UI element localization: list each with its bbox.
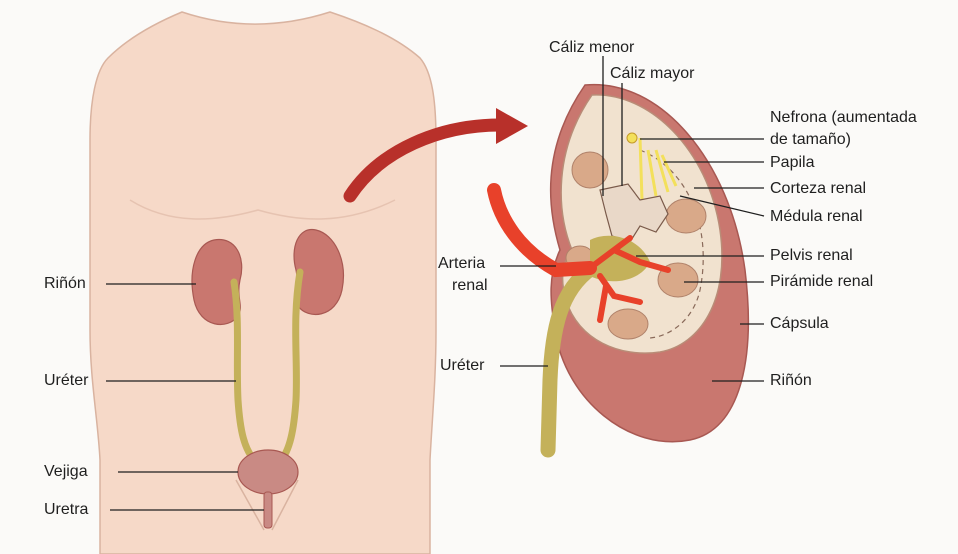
- bladder-shape: [238, 450, 298, 494]
- label-caliz-menor: Cáliz menor: [549, 38, 634, 57]
- label-right-ureter: Uréter: [440, 356, 484, 375]
- label-capsula: Cápsula: [770, 314, 829, 333]
- label-uretra: Uretra: [44, 500, 88, 519]
- zoom-arrow-head: [496, 108, 528, 144]
- label-medula-renal: Médula renal: [770, 207, 863, 226]
- label-papila: Papila: [770, 153, 814, 172]
- label-nefrona-line1: Nefrona (aumentada: [770, 108, 917, 127]
- label-left-rinon: Riñón: [44, 274, 86, 293]
- label-right-rinon: Riñón: [770, 371, 812, 390]
- pyramid-4: [608, 309, 648, 339]
- label-piramide-renal: Pirámide renal: [770, 272, 873, 291]
- label-arteria-line2: renal: [452, 276, 488, 295]
- pyramid-2: [666, 199, 706, 233]
- label-left-ureter: Uréter: [44, 371, 88, 390]
- label-nefrona-line2: de tamaño): [770, 130, 851, 149]
- label-caliz-mayor: Cáliz mayor: [610, 64, 694, 83]
- urethra-shape: [264, 492, 272, 528]
- label-pelvis-renal: Pelvis renal: [770, 246, 853, 265]
- label-vejiga: Vejiga: [44, 462, 88, 481]
- nephron-glomerulus: [627, 133, 637, 143]
- label-corteza-renal: Corteza renal: [770, 179, 866, 198]
- label-arteria-line1: Arteria: [438, 254, 485, 273]
